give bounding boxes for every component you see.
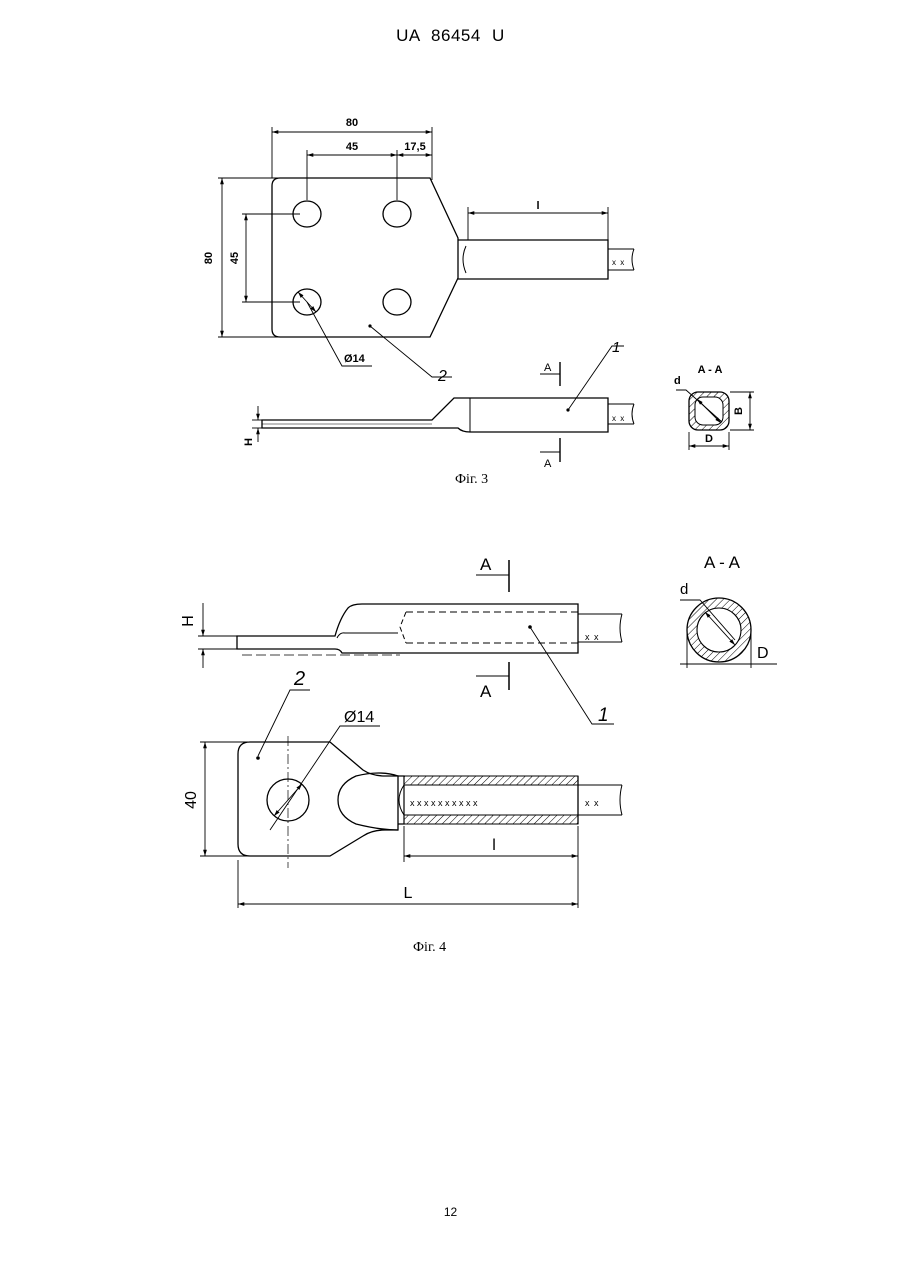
fig4-dim-hole: Ø14 xyxy=(344,709,374,726)
fig3-dimensions xyxy=(218,127,608,377)
fig4-side-wire-marks: x x xyxy=(585,632,600,642)
fig3-dim-45-vertical: 45 xyxy=(229,252,241,264)
fig4-part-2-label: 2 xyxy=(293,668,305,690)
fig3-section-aa: A - A d D B xyxy=(674,364,754,450)
fig4-top-dimensions xyxy=(200,690,578,908)
fig3-dim-80-vertical: 80 xyxy=(203,252,215,264)
fig4-dim-40: 40 xyxy=(183,791,200,809)
fig4-section-a-bottom: A xyxy=(480,682,492,701)
fig3-caption: Фіг. 3 xyxy=(455,472,488,488)
fig4-tube-marks: x x x x x x x x x x xyxy=(410,798,478,808)
fig4-dim-H: H xyxy=(180,615,197,627)
fig3-wire-marks: x x xyxy=(612,258,625,267)
fig3-dim-hole: Ø14 xyxy=(344,353,366,365)
fig3-section-d: d xyxy=(674,375,681,387)
fig4-section-D: D xyxy=(757,645,769,662)
fig3-dim-text: 80 45 17,5 80 45 l Ø14 xyxy=(203,117,540,365)
fig3-barrel xyxy=(458,240,608,279)
fig3-dim-80: 80 xyxy=(346,117,358,129)
fig4-section-title: A - A xyxy=(704,553,741,572)
fig4-wire-marks: x x xyxy=(585,798,600,808)
fig3-section-a-top: A xyxy=(544,362,552,374)
fig4-caption: Фіг. 4 xyxy=(413,940,446,956)
fig4-dim-L: L xyxy=(404,885,413,902)
fig3-dim-17-5: 17,5 xyxy=(404,141,425,153)
fig4-dim-l: l xyxy=(492,837,496,854)
fig3-top-view xyxy=(272,178,634,337)
fig4-side-view xyxy=(237,604,622,655)
fig3-side-wire-marks: x x xyxy=(612,414,625,423)
fig3-section-D: D xyxy=(705,433,713,445)
fig3-dim-H: H xyxy=(243,438,255,446)
fig3-side-view xyxy=(262,398,634,432)
fig3-dim-45: 45 xyxy=(346,141,358,153)
fig4-section-d: d xyxy=(680,581,688,598)
page-number: 12 xyxy=(0,1205,901,1219)
fig4-section-aa: A - A d D xyxy=(680,553,777,668)
fig3-part-2-label: 2 xyxy=(437,368,447,385)
fig3-dim-l: l xyxy=(536,200,539,212)
fig3-section-B: B xyxy=(733,407,745,415)
fig3-section-title: A - A xyxy=(698,364,723,376)
fig3-side-dimensions xyxy=(252,346,624,462)
fig4-part-1-label: 1 xyxy=(598,705,609,726)
fig3-section-a-bottom: A xyxy=(544,458,552,470)
fig3-part-1-label: 1 xyxy=(612,339,620,356)
fig3-hole xyxy=(383,289,411,315)
fig4-section-a-top: A xyxy=(480,555,492,574)
fig3-hole xyxy=(383,201,411,227)
